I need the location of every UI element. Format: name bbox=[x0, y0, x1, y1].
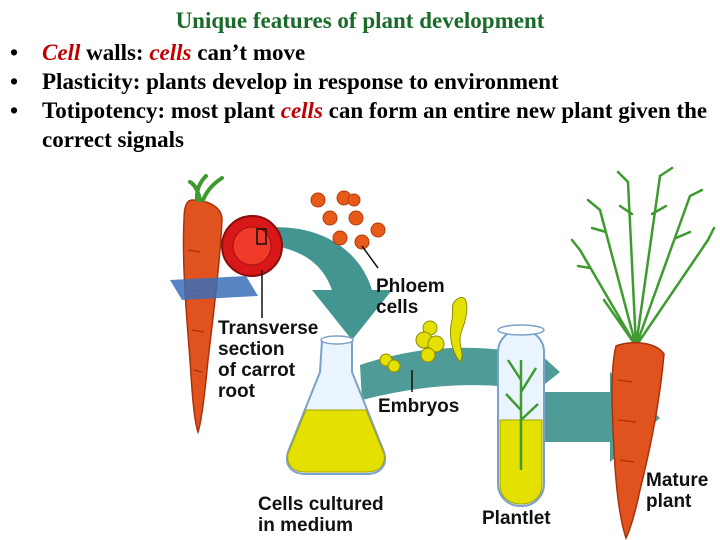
label-cells-cultured: Cells cultured in medium bbox=[258, 494, 389, 536]
pointer-phloem bbox=[362, 246, 378, 268]
label-embryos: Embryos bbox=[378, 396, 459, 417]
label-plantlet: Plantlet bbox=[482, 508, 551, 529]
culture-flask bbox=[287, 336, 385, 474]
carrot-root-left bbox=[183, 176, 222, 432]
transverse-section bbox=[222, 216, 282, 276]
label-mature-plant: Mature plant bbox=[646, 470, 714, 512]
section-plane bbox=[170, 276, 258, 300]
plantlet-tube bbox=[498, 325, 544, 506]
label-transverse-section: Transverse section of carrot root bbox=[218, 318, 324, 402]
label-phloem-cells: Phloem cells bbox=[376, 276, 450, 318]
